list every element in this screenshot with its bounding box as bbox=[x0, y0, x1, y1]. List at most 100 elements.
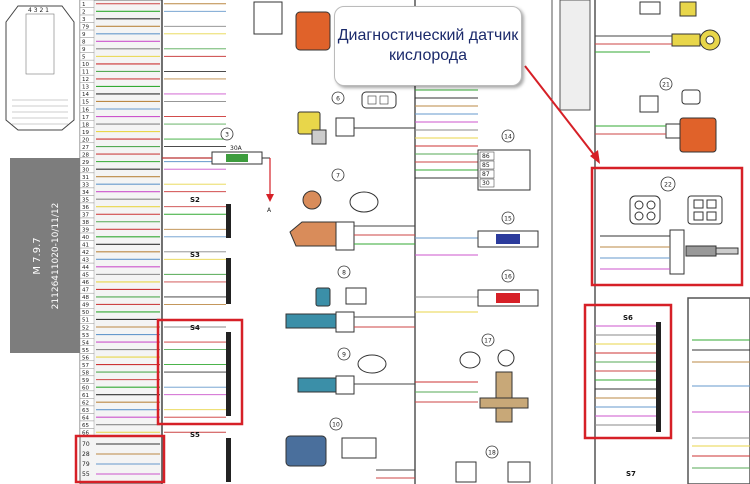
component-8-body bbox=[285, 313, 337, 329]
component-17-marker bbox=[481, 333, 495, 347]
ecu-pin-top-labels: 4 3 2 1 bbox=[28, 7, 49, 14]
component-17-flange bbox=[479, 397, 529, 409]
component-7-body bbox=[289, 221, 337, 247]
s6-wires bbox=[595, 325, 656, 426]
relay-pin-cell bbox=[479, 160, 495, 170]
highlight-bottom-pins bbox=[74, 434, 166, 484]
component-16-marker bbox=[501, 269, 515, 283]
bottom-pin-label: 79 bbox=[82, 461, 90, 468]
component-15-fuse-element bbox=[496, 234, 520, 244]
component-7-pinblock bbox=[335, 221, 355, 251]
component-7-sensor-head bbox=[302, 190, 322, 210]
splice-s5 bbox=[226, 438, 231, 482]
component-8-number: 8 bbox=[342, 270, 346, 277]
component-16-fuse-element bbox=[496, 293, 520, 303]
relay-pin-cell bbox=[479, 178, 495, 188]
callout-arrow-line bbox=[524, 65, 599, 161]
ecu-pin-label: 48 bbox=[82, 295, 89, 301]
component-8-pinblock bbox=[335, 311, 355, 333]
ecu-pin-label: 42 bbox=[82, 250, 89, 256]
relay-pin-cell bbox=[479, 169, 495, 179]
splice-s2-label: S2 bbox=[190, 196, 200, 204]
ecu-pin-label: 9 bbox=[82, 47, 86, 53]
relay-pin-label: 87 bbox=[482, 171, 490, 178]
ecu-pin-label: 12 bbox=[82, 77, 89, 83]
wire-set-main bbox=[96, 3, 226, 433]
component-9-connector bbox=[357, 354, 387, 374]
component-3-number: 3 bbox=[225, 132, 229, 139]
ecu-pin-rows: 1237998951011121314151617181920272829303… bbox=[79, 0, 95, 437]
ecu-pin-label: 55 bbox=[82, 348, 89, 354]
component-15-number: 15 bbox=[504, 216, 512, 223]
splice-s5-label: S5 bbox=[190, 431, 200, 439]
component-21-module bbox=[679, 117, 717, 153]
ecu-pin-label: 31 bbox=[82, 175, 89, 181]
ecu-pin-label: 46 bbox=[82, 280, 89, 286]
ecu-pin-label: 36 bbox=[82, 205, 89, 211]
ecu-pin-label: 64 bbox=[82, 415, 89, 421]
ecu-pin-label: 62 bbox=[82, 400, 89, 406]
ecu-pin-label: 53 bbox=[82, 333, 89, 339]
sensor-callout: Диагностический датчик кислорода bbox=[334, 6, 522, 86]
fuse-30a-label: 30A bbox=[230, 145, 243, 152]
ecu-pin-label: 50 bbox=[82, 310, 89, 316]
component-18-marker bbox=[485, 445, 499, 459]
component-10-connector bbox=[341, 437, 377, 459]
component-14-marker bbox=[501, 129, 515, 143]
right-group-wires bbox=[692, 339, 750, 469]
component-6-sensor bbox=[297, 111, 355, 145]
ecu-pin-label: 9 bbox=[82, 32, 86, 38]
component-9-pinblock bbox=[335, 375, 355, 395]
splice-s2 bbox=[226, 204, 231, 238]
component-15-marker bbox=[501, 211, 515, 225]
splice-s4 bbox=[226, 332, 231, 416]
top-connector-grid bbox=[253, 1, 283, 35]
ecu-pin-label: 61 bbox=[82, 393, 89, 399]
component-21-number: 21 bbox=[662, 82, 670, 89]
component-22-plug-face bbox=[687, 195, 723, 225]
relay-pin-label: 85 bbox=[482, 162, 490, 169]
ecu-pin-label: 56 bbox=[82, 355, 89, 361]
oxygen-sensor-tip bbox=[715, 247, 739, 255]
component-17-sensor bbox=[495, 371, 513, 423]
right-wire-group bbox=[687, 297, 750, 484]
component-9-number: 9 bbox=[342, 352, 346, 359]
ecu-pin-label: 27 bbox=[82, 145, 89, 151]
ecu-pin-label: 47 bbox=[82, 288, 89, 294]
ecu-connector-outline: 4 3 2 1 bbox=[5, 5, 75, 131]
ecu-pin-label: 20 bbox=[82, 137, 89, 143]
component-6-marker bbox=[331, 91, 345, 105]
ecu-pin-label: 15 bbox=[82, 100, 89, 106]
relay-pin-label: 86 bbox=[482, 153, 490, 160]
callout-text: Диагностический датчик кислорода bbox=[337, 27, 519, 64]
fuse-destination-label: A bbox=[267, 207, 272, 214]
ecu-pin-label: 51 bbox=[82, 318, 89, 324]
bottom-pin-label: 55 bbox=[82, 471, 90, 478]
ecu-pin-label: 29 bbox=[82, 160, 89, 166]
ecu-pin-label: 43 bbox=[82, 258, 89, 264]
ecu-pin-label: 19 bbox=[82, 130, 89, 136]
component-21-marker bbox=[659, 77, 673, 91]
ecu-pin-label: 54 bbox=[82, 340, 89, 346]
ecu-pin-label: 41 bbox=[82, 243, 89, 249]
ecu-pin-label: 45 bbox=[82, 273, 89, 279]
ecu-pin-label: 60 bbox=[82, 385, 89, 391]
ecu-pin-label: 13 bbox=[82, 85, 89, 91]
component-3-marker bbox=[220, 127, 234, 141]
arrow-down-icon bbox=[266, 194, 274, 202]
component-22-wires bbox=[600, 235, 670, 270]
splice-s3-label: S3 bbox=[190, 251, 200, 259]
component-10-sensor bbox=[285, 435, 327, 467]
component-9-body bbox=[297, 377, 337, 393]
ecu-pin-label: 34 bbox=[82, 190, 89, 196]
highlight-s4 bbox=[156, 318, 244, 426]
component-6-connector bbox=[361, 91, 397, 109]
ecu-pin-label: 18 bbox=[82, 122, 89, 128]
ecu-pin-label: 39 bbox=[82, 228, 89, 234]
splice-s4-label: S4 bbox=[190, 324, 200, 332]
ecu-pin-label: 33 bbox=[82, 182, 89, 188]
arrow-head-icon bbox=[590, 150, 600, 164]
splice-s6 bbox=[656, 322, 661, 432]
